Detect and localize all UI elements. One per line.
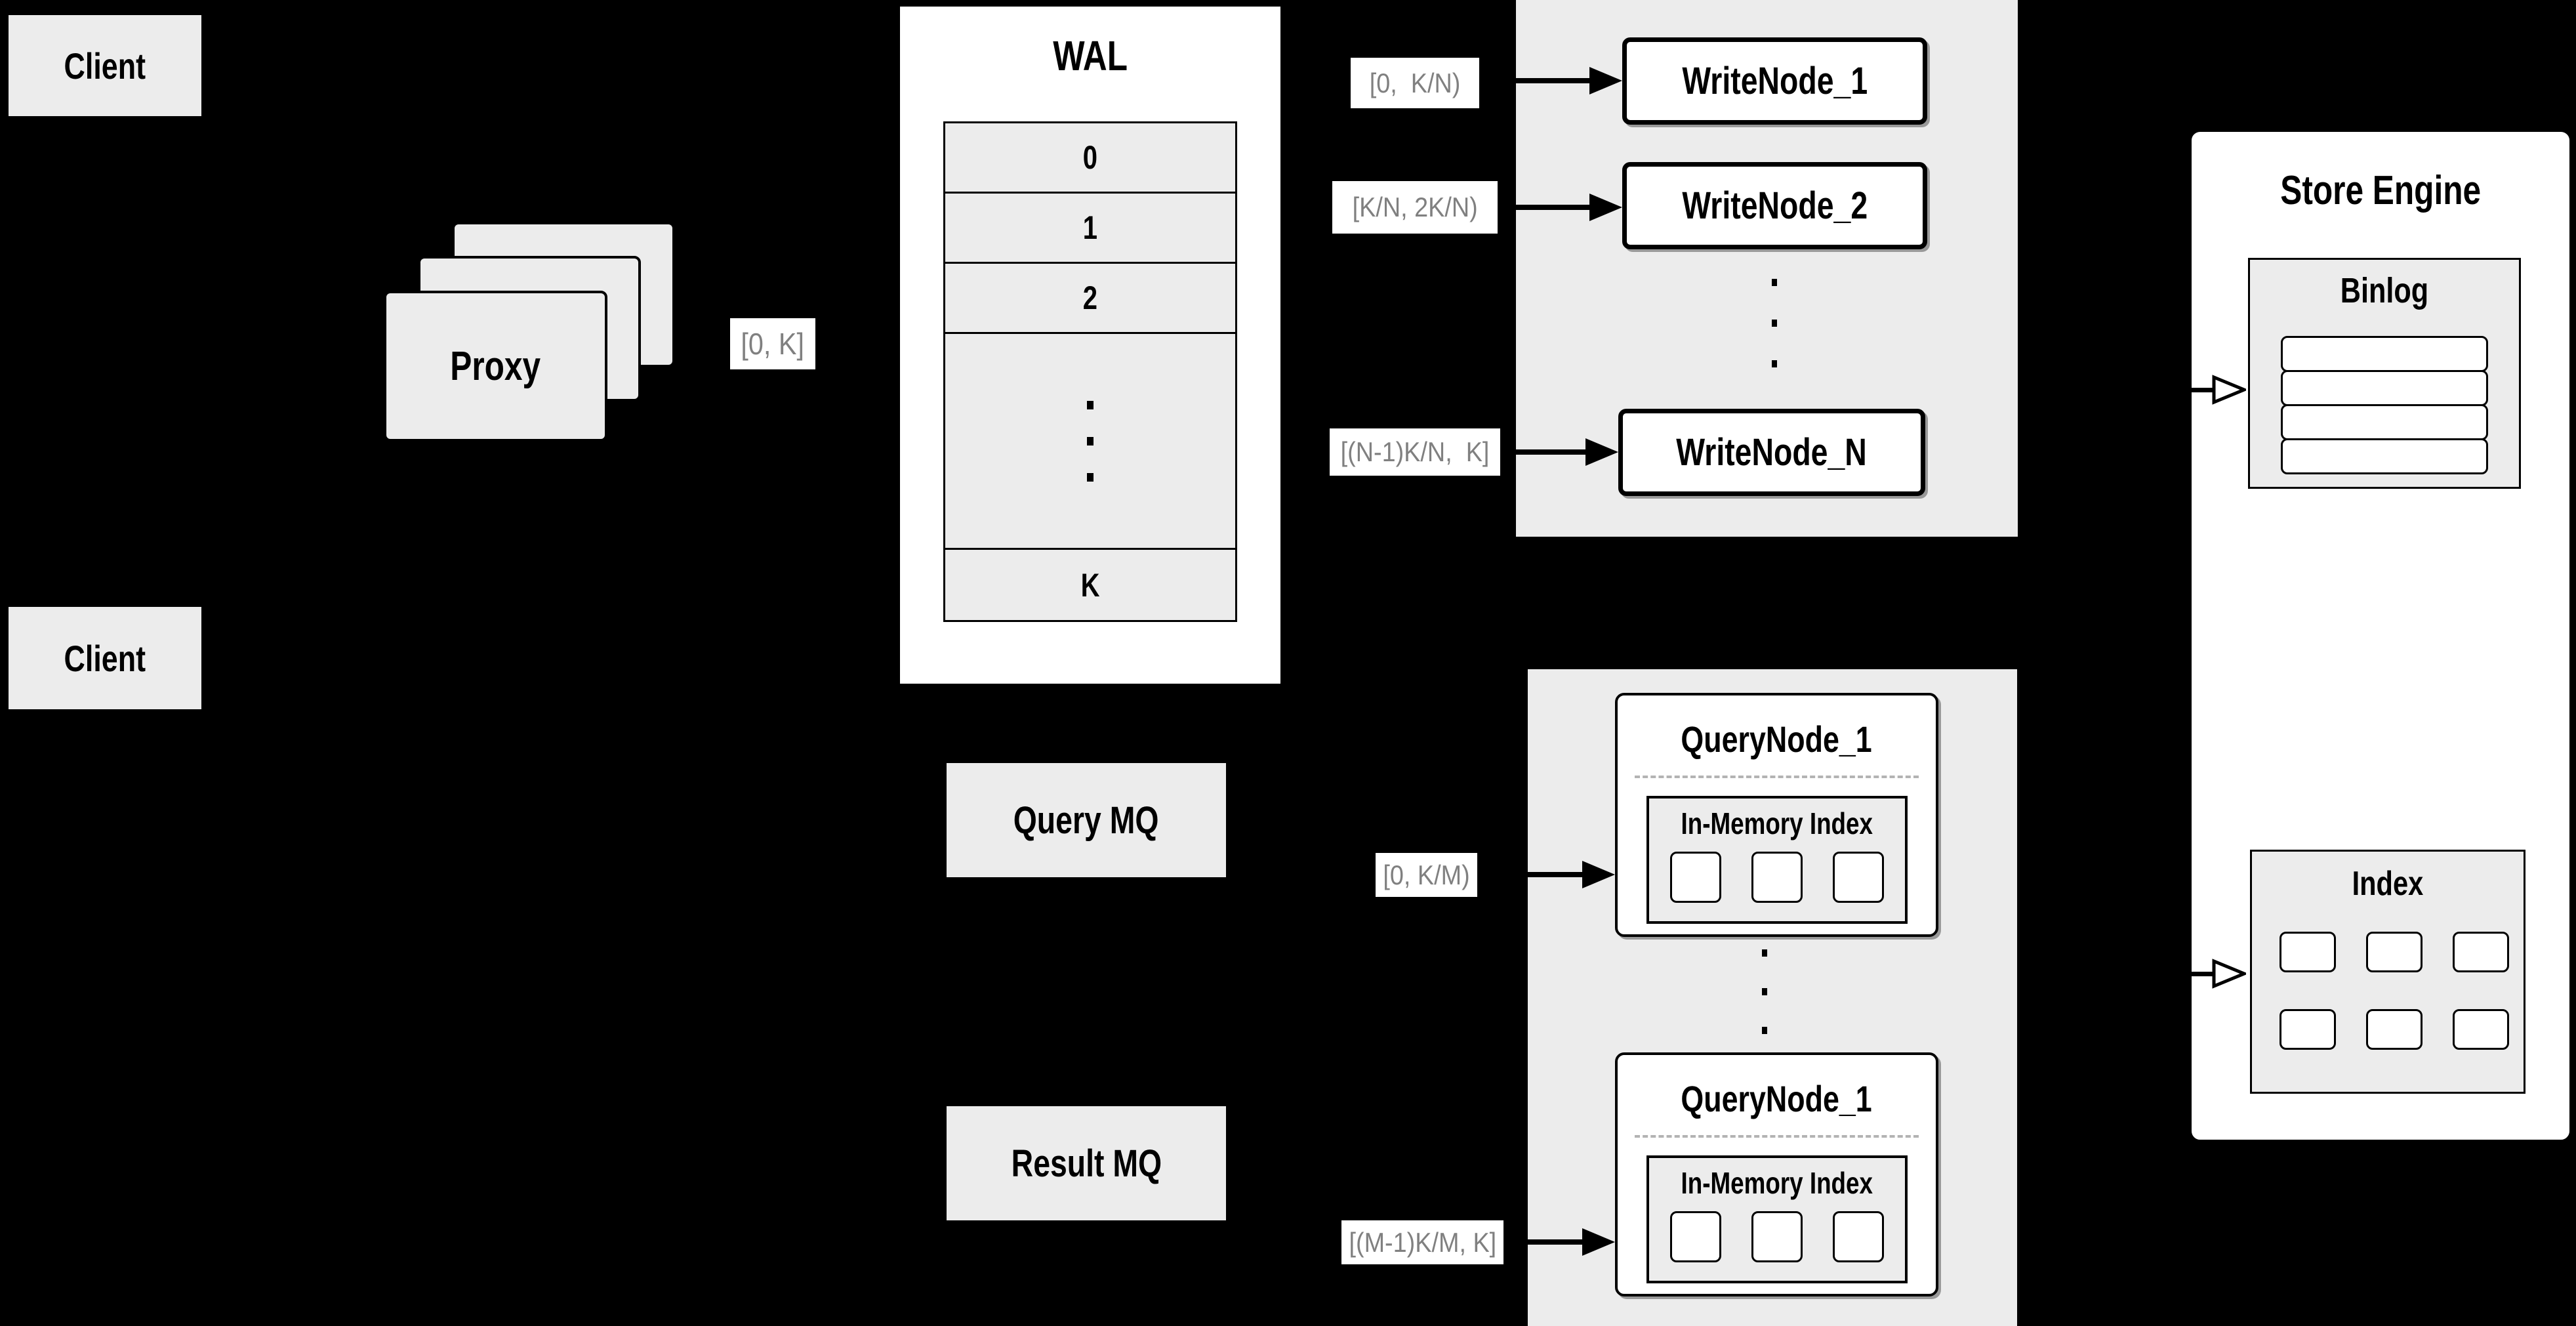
memory-segment xyxy=(1751,1211,1803,1262)
arrow-binlog xyxy=(2158,388,2215,392)
wal-row-k-label: K xyxy=(1080,566,1100,604)
wal-row-k: K xyxy=(943,548,1237,622)
client-box-top: Client xyxy=(7,13,203,118)
range-label-query-m: [(M-1)K/M, K] xyxy=(1341,1220,1503,1264)
memory-segment xyxy=(1670,852,1721,903)
client-bottom-label: Client xyxy=(64,637,146,679)
wal-row-0: 0 xyxy=(943,121,1237,194)
range-label-query-m-text: [(M-1)K/M, K] xyxy=(1349,1226,1496,1258)
range-label-proxy-text: [0, K] xyxy=(741,327,805,361)
arrow-write-2 xyxy=(1498,205,1591,210)
arrow-query-1 xyxy=(1477,872,1584,877)
index-segment xyxy=(2366,1009,2423,1050)
index-title-text: Index xyxy=(2352,865,2424,903)
index-title: Index xyxy=(2250,861,2525,907)
write-node-n-label: WriteNode_N xyxy=(1676,431,1868,474)
memory-segment xyxy=(1751,852,1803,903)
index-segment xyxy=(2280,932,2336,972)
in-memory-index-2-title: In-Memory Index xyxy=(1646,1163,1908,1203)
write-nodes-ellipsis-icon xyxy=(1772,320,1777,327)
query-node-2-title: QueryNode_1 xyxy=(1615,1072,1938,1125)
query-mq-box: Query MQ xyxy=(945,761,1228,879)
arrow-write-n xyxy=(1500,449,1587,455)
wal-ellipsis-icon xyxy=(1087,401,1094,409)
range-label-query-1: [0, K/M) xyxy=(1376,853,1477,897)
arrowhead-write-n xyxy=(1585,438,1618,466)
client-box-bottom: Client xyxy=(7,605,203,711)
proxy-box: Proxy xyxy=(384,291,607,442)
binlog-title-text: Binlog xyxy=(2340,271,2429,310)
range-label-write-2: [K/N, 2K/N) xyxy=(1332,181,1498,234)
write-node-2: WriteNode_2 xyxy=(1622,162,1927,249)
wal-ellipsis-icon xyxy=(1087,437,1094,445)
write-nodes-ellipsis-icon xyxy=(1772,279,1777,286)
query-node-1-title-text: QueryNode_1 xyxy=(1681,718,1873,760)
result-mq-box: Result MQ xyxy=(945,1104,1228,1222)
write-nodes-ellipsis-icon xyxy=(1772,360,1777,367)
wal-row-2: 2 xyxy=(943,262,1237,334)
binlog-row xyxy=(2281,404,2488,440)
write-node-2-label: WriteNode_2 xyxy=(1682,184,1868,227)
arrowhead-write-1 xyxy=(1589,67,1622,94)
index-segment xyxy=(2366,932,2423,972)
range-label-write-n-text: [(N-1)K/N, K] xyxy=(1340,436,1490,467)
wal-row-1-label: 1 xyxy=(1082,209,1098,246)
store-engine-title-text: Store Engine xyxy=(2280,167,2481,213)
wal-row-0-label: 0 xyxy=(1082,139,1098,176)
wal-row-2-label: 2 xyxy=(1082,280,1098,316)
write-node-1: WriteNode_1 xyxy=(1622,37,1927,125)
arrow-index xyxy=(2158,972,2215,976)
arrowhead-write-2 xyxy=(1589,194,1622,221)
memory-segment xyxy=(1670,1211,1721,1262)
index-segment xyxy=(2453,1009,2509,1050)
arrow-query-m xyxy=(1503,1239,1584,1245)
store-engine-title: Store Engine xyxy=(2190,161,2571,220)
result-mq-label: Result MQ xyxy=(1011,1142,1162,1185)
range-label-write-1: [0, K/N) xyxy=(1351,58,1479,108)
wal-title: WAL xyxy=(897,26,1283,85)
binlog-title: Binlog xyxy=(2248,268,2521,314)
write-node-n: WriteNode_N xyxy=(1618,409,1925,496)
in-memory-index-1-title: In-Memory Index xyxy=(1646,804,1908,843)
range-label-write-2-text: [K/N, 2K/N) xyxy=(1352,192,1478,222)
wal-ellipsis-icon xyxy=(1087,473,1094,482)
query-node-1-divider xyxy=(1635,776,1919,778)
arrowhead-query-1 xyxy=(1582,861,1615,888)
arrowhead-binlog-hollow-icon xyxy=(2212,375,2246,405)
wal-row-1: 1 xyxy=(943,192,1237,264)
query-node-2-title-text: QueryNode_1 xyxy=(1681,1077,1873,1119)
query-nodes-ellipsis-icon xyxy=(1762,988,1767,995)
wal-title-text: WAL xyxy=(1053,32,1128,79)
in-memory-index-1-text: In-Memory Index xyxy=(1681,806,1873,840)
arrow-write-1 xyxy=(1479,78,1591,83)
arrowhead-query-m xyxy=(1582,1228,1615,1256)
range-label-write-1-text: [0, K/N) xyxy=(1369,67,1461,98)
write-node-1-label: WriteNode_1 xyxy=(1682,60,1868,102)
binlog-row xyxy=(2281,336,2488,372)
query-nodes-ellipsis-icon xyxy=(1762,1027,1767,1034)
range-label-write-n: [(N-1)K/N, K] xyxy=(1330,428,1500,476)
memory-segment xyxy=(1833,852,1884,903)
client-top-label: Client xyxy=(64,45,146,87)
query-node-2-divider xyxy=(1635,1135,1919,1138)
range-label-proxy: [0, K] xyxy=(730,318,815,369)
memory-segment xyxy=(1833,1211,1884,1262)
proxy-label: Proxy xyxy=(450,343,541,389)
query-nodes-ellipsis-icon xyxy=(1762,949,1767,957)
binlog-row xyxy=(2281,370,2488,406)
query-mq-label: Query MQ xyxy=(1013,798,1159,842)
range-label-query-1-text: [0, K/M) xyxy=(1383,859,1470,890)
index-segment xyxy=(2280,1009,2336,1050)
arrowhead-index-hollow-icon xyxy=(2212,959,2246,989)
in-memory-index-2-text: In-Memory Index xyxy=(1681,1166,1873,1200)
query-node-1-title: QueryNode_1 xyxy=(1615,713,1938,765)
index-segment xyxy=(2453,932,2509,972)
binlog-row xyxy=(2281,438,2488,474)
